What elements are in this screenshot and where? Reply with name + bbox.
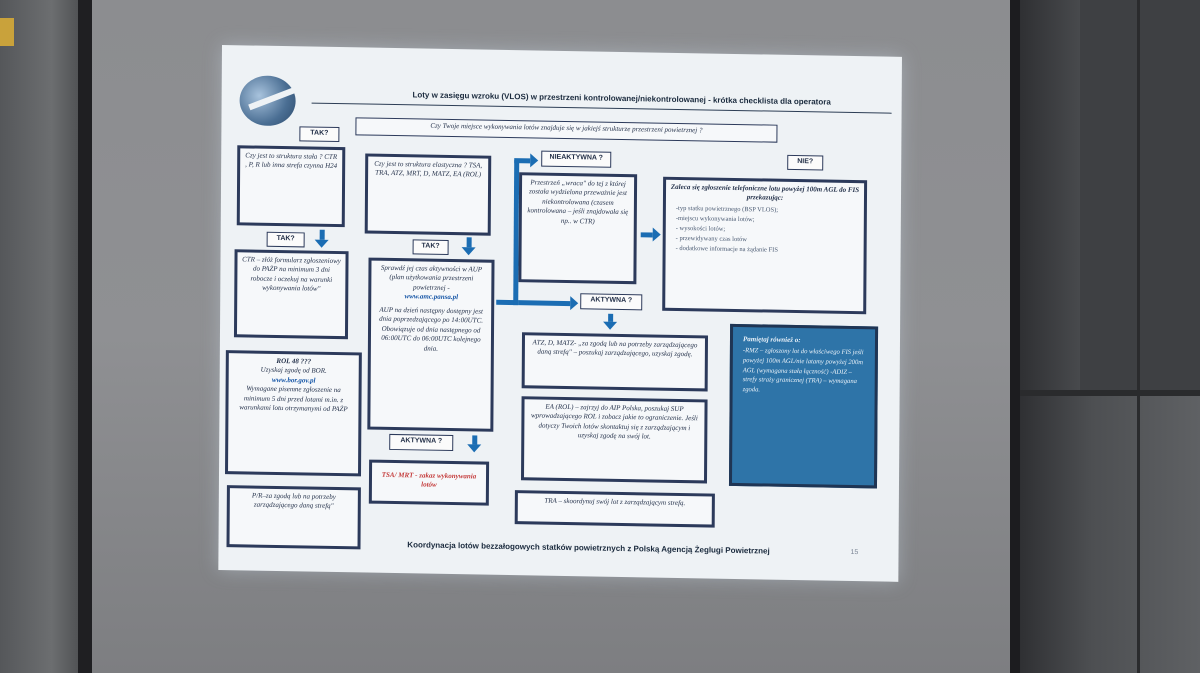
arrow-atz-shaft xyxy=(608,313,614,322)
arrow-bottom-shaft xyxy=(472,435,478,445)
connector-top xyxy=(514,158,531,164)
box-zalecane: Zaleca się zgłoszenie telefoniczne lotu … xyxy=(662,176,868,315)
arrow-right-shaft xyxy=(640,232,653,238)
pamietaj-title: Pamiętaj również o: xyxy=(742,335,801,345)
zalecane-title: Zaleca się zgłoszenie telefoniczne lotu … xyxy=(670,182,860,203)
slide-footer: Koordynacja lotów bezzałogowych statków … xyxy=(407,540,770,556)
aup-link[interactable]: www.amc.pansa.pl xyxy=(404,292,459,302)
box-tsa-mrt: TSA/ MRT - zakaz wykonywania lotów xyxy=(368,459,490,506)
screen-frame-left xyxy=(78,0,94,673)
box-rol48: ROL 48 ??? Uzyskaj zgodę od BOR. www.bor… xyxy=(225,350,362,477)
page-number: 15 xyxy=(850,548,859,557)
zalecane-item: - dodatkowe informacje na żądanie FIS xyxy=(675,245,778,254)
pansa-logo xyxy=(239,75,296,127)
box-atz: ATZ, D, MATZ- „za zgodą lub na potrzeby … xyxy=(521,332,709,392)
rol48-line2: Wymagane pisemne zgłoszenie na minimum 5… xyxy=(239,384,348,414)
right-wall-panel xyxy=(1080,0,1200,390)
wall-seam xyxy=(1137,0,1140,673)
question-box: Czy Twoje miejsce wykonywania lotów znaj… xyxy=(355,117,778,143)
label-nieaktywna: NIEAKTYWNA ? xyxy=(541,150,612,168)
arrow-right-tip xyxy=(652,227,661,242)
connector-top-tip xyxy=(530,153,539,168)
label-nie: NIE? xyxy=(787,154,824,171)
label-tak-left: TAK? xyxy=(266,231,305,248)
wall-ledge xyxy=(1020,390,1200,396)
box-elastyczna: Czy jest to struktura elastyczna ? TSA, … xyxy=(364,153,492,236)
pamietaj-text: -RMZ – zgłoszony lot do właściwego FIS j… xyxy=(742,347,864,394)
arrow-left-shaft xyxy=(319,229,325,240)
box-ctr: CTR – złóż formularz zgłoszeniowy do PAŻ… xyxy=(233,249,349,340)
left-wall xyxy=(0,0,86,673)
connector-right xyxy=(518,300,571,307)
label-tak-mid: TAK? xyxy=(412,239,449,255)
arrow-atz-tip xyxy=(603,321,618,330)
projected-slide: Loty w zasięgu wzroku (VLOS) w przestrze… xyxy=(218,45,902,582)
zalecane-list: -typ statku powietrznego (BSP VLOS); -mi… xyxy=(676,204,860,258)
arrow-mid-tip xyxy=(461,247,476,256)
connector-right-tip xyxy=(570,296,579,311)
label-tak-top: TAK? xyxy=(299,126,340,143)
box-stala: Czy jest to struktura stała ? CTR , P, R… xyxy=(236,145,346,228)
box-ea-rol: EA (ROL) – zajrzyj do AIP Polska, poszuk… xyxy=(520,396,708,484)
aup-line2: AUP na dzień następny dostępny jest dnia… xyxy=(379,305,484,353)
label-aktywna-right: AKTYWNA ? xyxy=(580,293,643,311)
box-tra: TRA – skoordynuj swój lot z zarządzający… xyxy=(514,490,715,528)
wall-sticker xyxy=(0,18,14,46)
arrow-bottom-tip xyxy=(467,444,482,453)
box-przestrzen: Przestrzeń „wraca" do tej z której zosta… xyxy=(518,172,638,285)
label-aktywna-bottom: AKTYWNA ? xyxy=(389,433,454,452)
box-aup: Sprawdź jej czas aktywności w AUP (plan … xyxy=(367,257,495,432)
aup-line1: Sprawdź jej czas aktywności w AUP (plan … xyxy=(380,263,483,292)
arrow-mid-shaft xyxy=(466,237,472,248)
arrow-left-tip xyxy=(314,239,329,248)
box-pamietaj: Pamiętaj również o: -RMZ – zgłoszony lot… xyxy=(728,323,879,489)
